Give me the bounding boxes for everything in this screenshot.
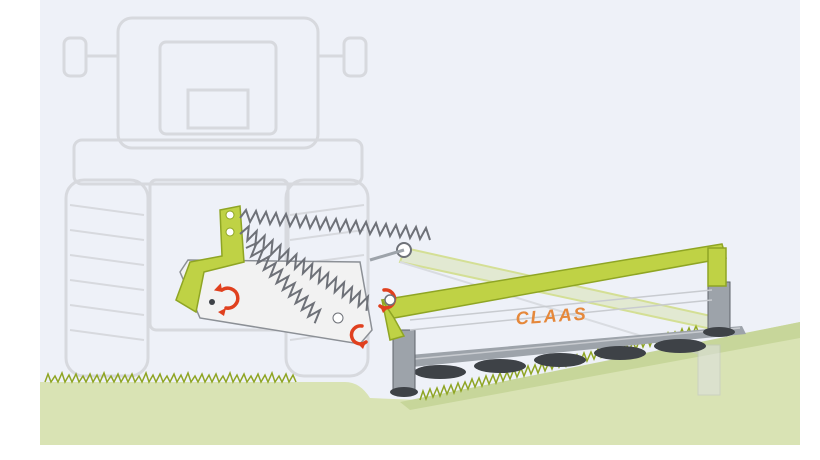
- cutter-disc: [534, 353, 586, 367]
- cutter-disc: [654, 339, 706, 353]
- headstock-plate: [179, 259, 373, 345]
- tractor-seat: [186, 88, 250, 130]
- cutter-disc: [474, 359, 526, 373]
- pivot-arrows: [213, 283, 397, 349]
- cutter-bar: [398, 326, 746, 379]
- frame-drop: [381, 299, 406, 341]
- ground-flat: [40, 322, 800, 445]
- cutter-disc: [414, 365, 466, 379]
- tractor-fender: [72, 138, 364, 186]
- mower-bar-ghost: [398, 246, 722, 396]
- suspension-springs: [239, 207, 431, 324]
- mower-frame: CLAAS: [380, 243, 735, 397]
- spring-upper: [239, 207, 431, 242]
- tractor-outline: [62, 16, 370, 378]
- tractor-cab: [116, 16, 320, 150]
- pivot-point: [384, 294, 396, 306]
- rotation-arrow-icon: [349, 324, 368, 349]
- tractor-wheel-left: [64, 178, 150, 378]
- headstock: [175, 205, 373, 345]
- pivot-point: [209, 299, 215, 305]
- spring-lower: [245, 241, 322, 324]
- cutter-disc: [594, 346, 646, 360]
- tractor-cab-window: [158, 40, 278, 136]
- rotation-arrow-icon: [213, 283, 240, 316]
- frame-leg-left: [392, 329, 416, 393]
- spring-middle: [239, 223, 370, 311]
